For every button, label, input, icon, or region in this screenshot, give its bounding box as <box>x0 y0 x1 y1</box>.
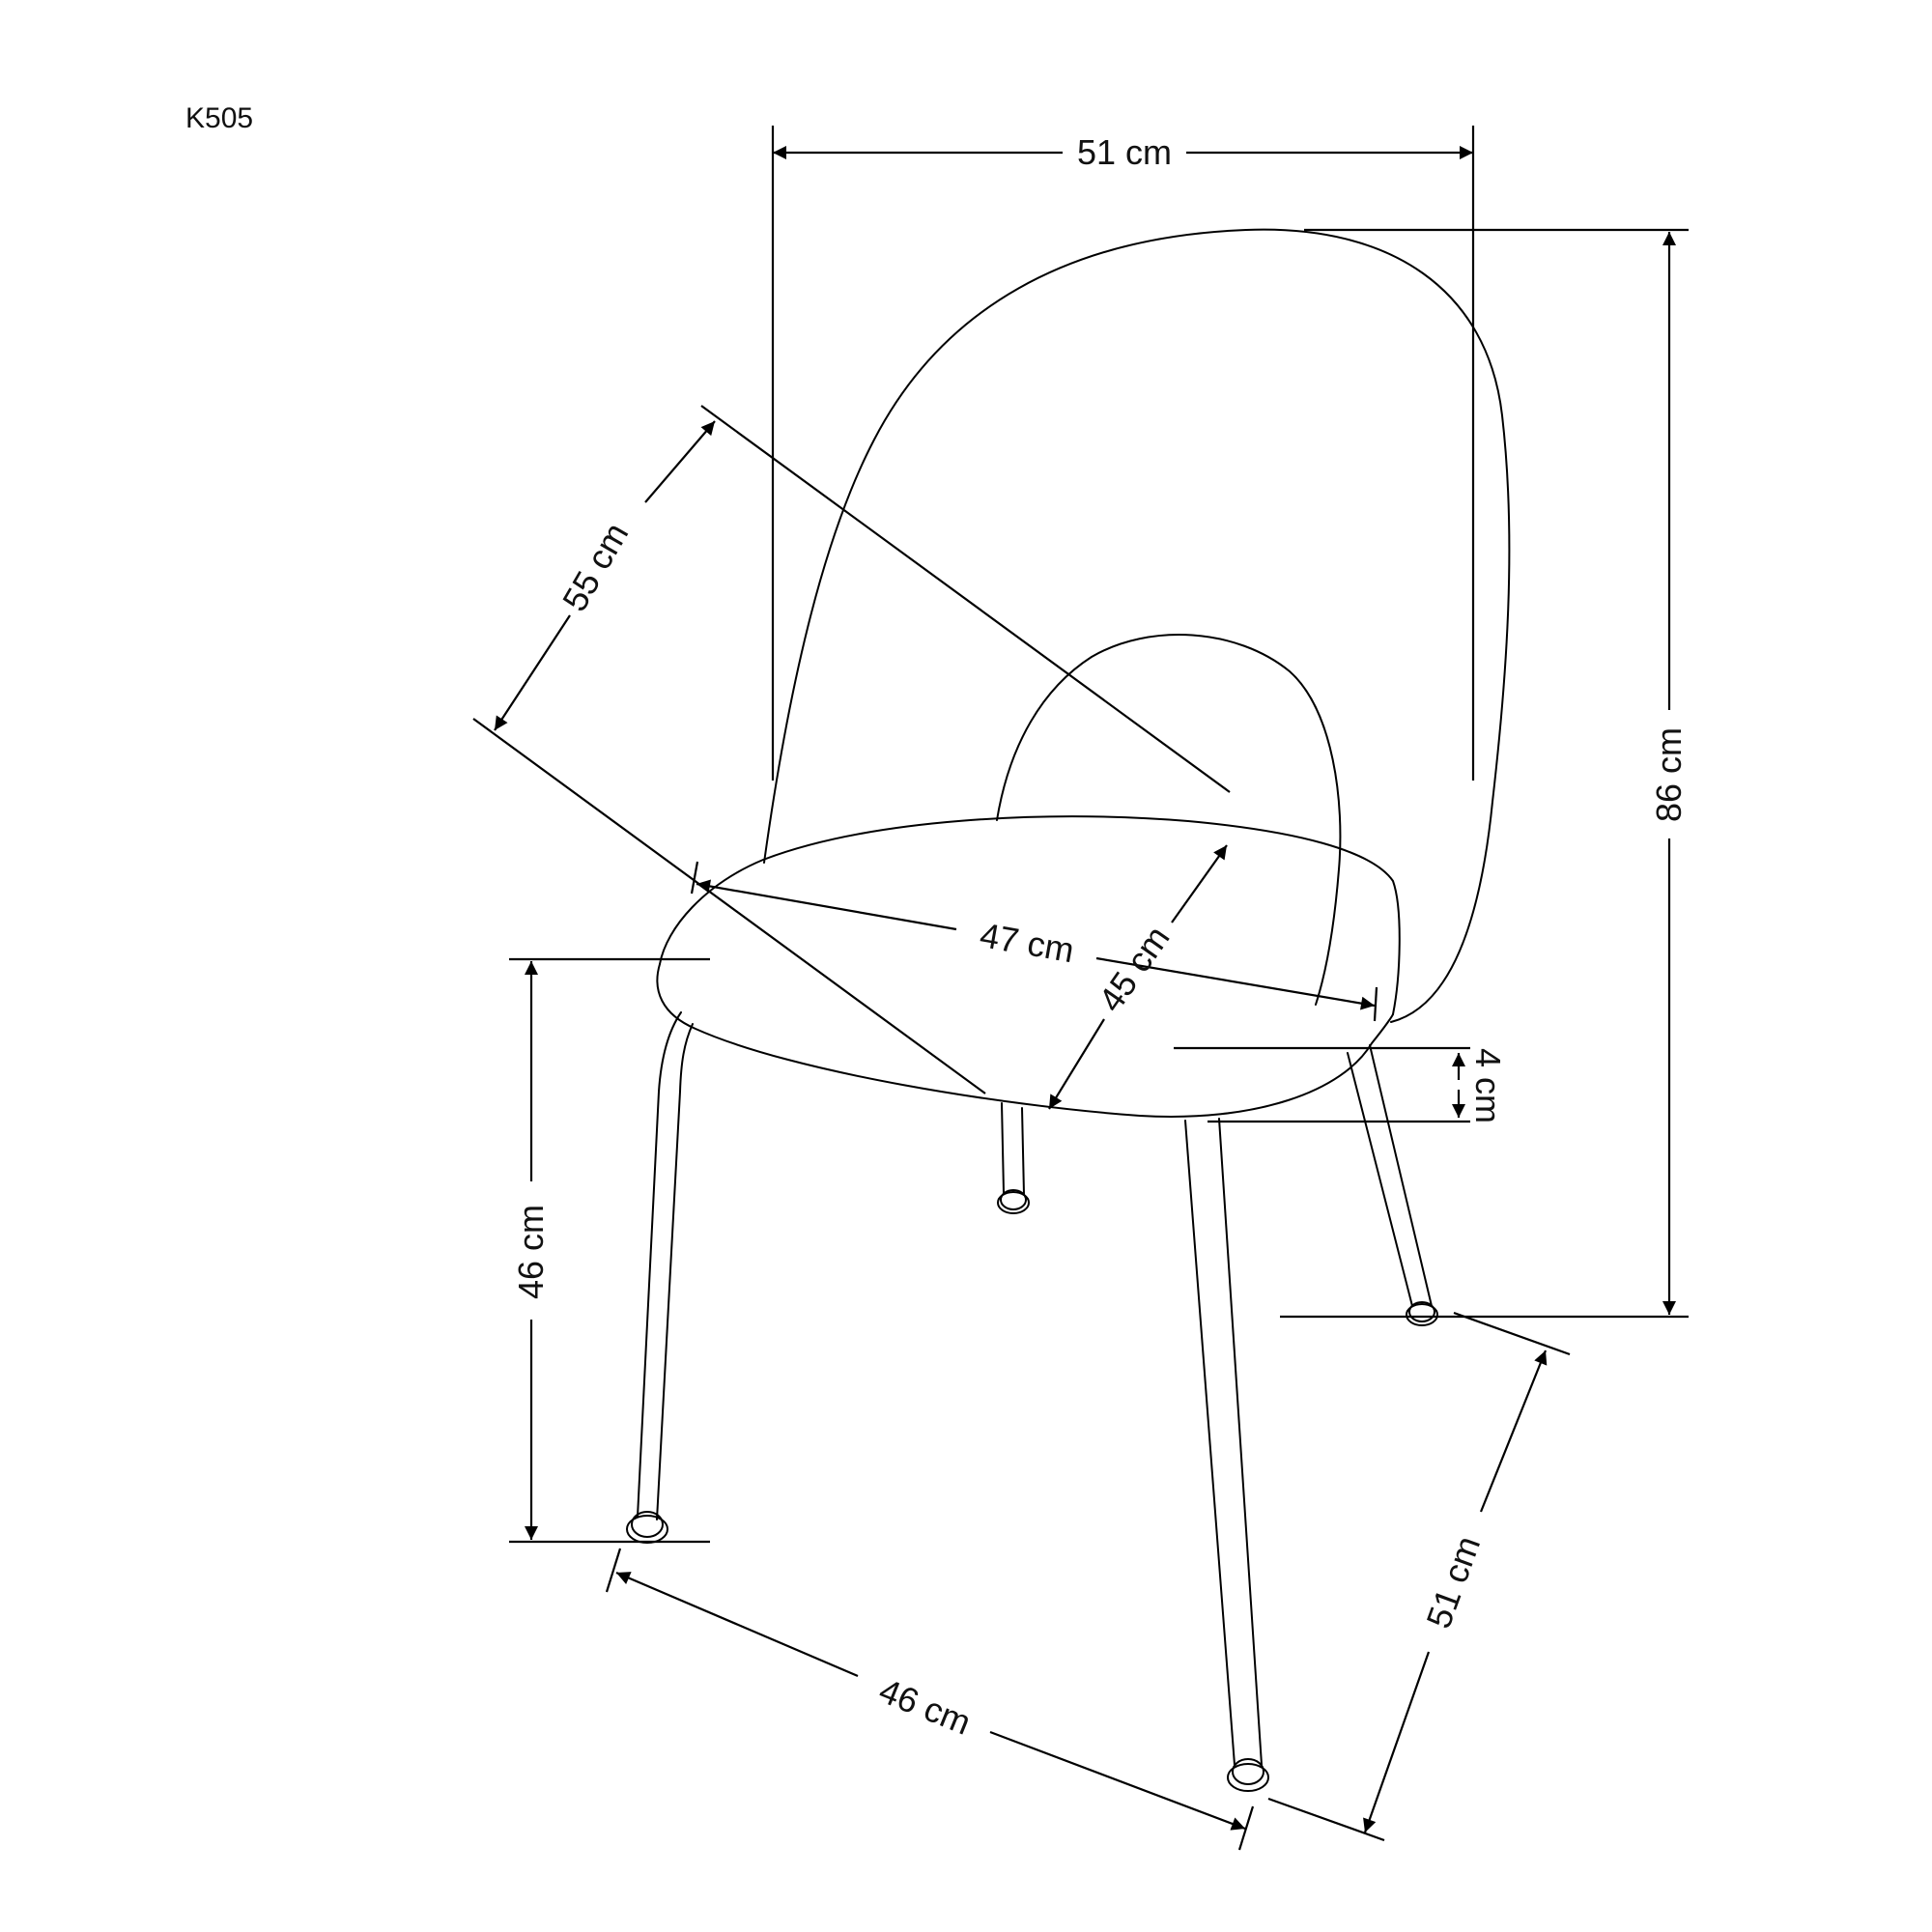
leg-front-left <box>637 1011 694 1520</box>
leg-front-right-foot <box>1232 1758 1264 1785</box>
product-code: K505 <box>185 102 253 134</box>
dimension-lines: 51 cm 86 cm 55 cm 47 cm 45 cm 4 cm <box>472 126 1689 1851</box>
seat-bottom <box>656 963 1394 1118</box>
dim-seat-width-label: 47 cm <box>977 915 1077 970</box>
backrest-outer <box>763 228 1511 1023</box>
leg-back-right <box>1347 1044 1433 1307</box>
leg-back-right-foot-ring <box>1406 1303 1438 1326</box>
leg-back-left <box>1001 1102 1025 1196</box>
chair-outline <box>626 228 1511 1792</box>
leg-back-left-foot-ring <box>997 1191 1030 1214</box>
dim-width-label: 51 cm <box>1077 132 1172 172</box>
seat-top <box>659 815 1401 1015</box>
leg-front-right-foot-ring <box>1227 1763 1269 1792</box>
leg-front-left-foot <box>631 1511 664 1538</box>
leg-back-left-foot <box>1000 1189 1027 1210</box>
leg-front-right <box>1184 1118 1263 1766</box>
dim-base-front-label: 46 cm <box>874 1670 977 1743</box>
dim-height-label: 86 cm <box>1649 727 1689 822</box>
leg-back-right-foot <box>1408 1301 1435 1322</box>
dim-seat-height-label: 46 cm <box>511 1205 551 1299</box>
dim-seat-thickness-label: 4 cm <box>1468 1048 1508 1123</box>
dim-base-side-label: 51 cm <box>1418 1531 1488 1634</box>
dim-depth-label: 55 cm <box>554 516 637 617</box>
backrest-inner <box>996 634 1342 1006</box>
